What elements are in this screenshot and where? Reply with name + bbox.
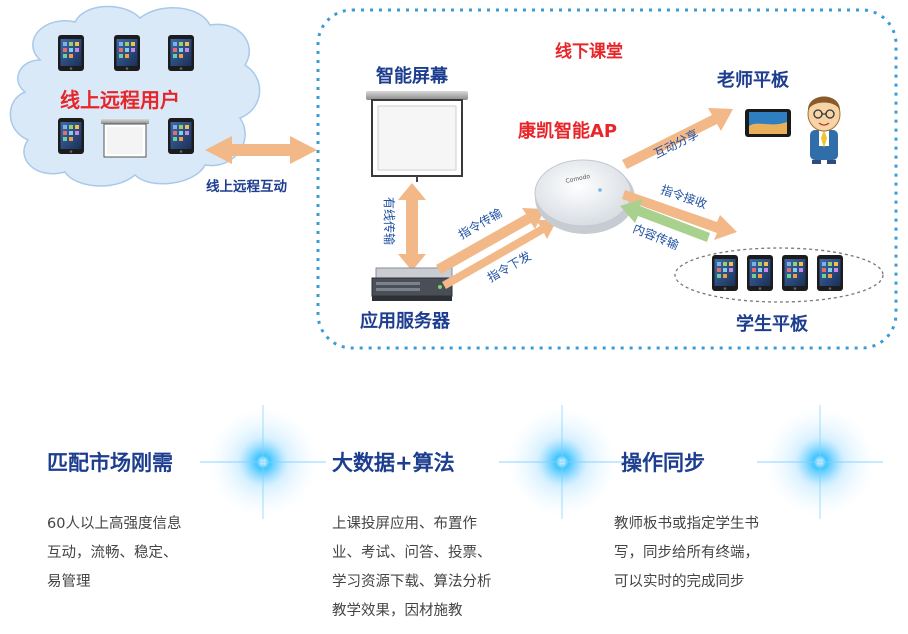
ap-label: 康凯智能AP [518, 121, 618, 142]
remote-tablet-icon [114, 35, 140, 71]
teacher-avatar-icon [807, 96, 841, 164]
classroom-title: 线下课堂 [555, 42, 623, 62]
remote-tablet-icon [58, 118, 84, 154]
server-icon [371, 267, 453, 301]
classroom-boundary [316, 8, 898, 350]
content-transfer-arrow [620, 199, 710, 242]
wired-transfer-arrow [398, 183, 426, 271]
ap-device-icon [534, 159, 635, 234]
smart-screen-label: 智能屏幕 [376, 66, 448, 87]
online-interaction-arrow [205, 136, 317, 164]
student-tablet-icon [817, 255, 843, 291]
student-group-outline [674, 247, 884, 303]
glow-icon [200, 405, 326, 519]
remote-tablet-icon [168, 35, 194, 71]
glow-icon [499, 405, 625, 519]
online-interaction-label: 线上远程互动 [206, 179, 287, 195]
teacher-tablet-label: 老师平板 [717, 70, 789, 91]
interactive-share-arrow [622, 108, 733, 169]
remote-screen-icon [101, 119, 149, 158]
feature-description: 上课投屏应用、布置作 业、考试、问答、投票、 学习资源下载、算法分析 教学效果，… [332, 516, 492, 619]
feature-title: 匹配市场刚需 [47, 451, 173, 475]
cmd-issue-arrow [442, 220, 557, 289]
student-tablet-icon [712, 255, 738, 291]
teacher-tablet-icon [745, 109, 791, 137]
student-tablet-icon [782, 255, 808, 291]
feature-description: 60人以上高强度信息 互动，流畅、稳定、 易管理 [47, 516, 182, 590]
student-tablet-icon [747, 255, 773, 291]
student-tablet-label: 学生平板 [736, 314, 808, 335]
remote-tablet-icon [58, 35, 84, 71]
online-users-title: 线上远程用户 [60, 88, 180, 112]
cmd-transfer-arrow [436, 208, 545, 274]
smart-screen-icon [366, 91, 468, 182]
wired-transfer-label: 有线传输 [382, 197, 396, 246]
feature-title: 操作同步 [621, 451, 705, 475]
server-label: 应用服务器 [360, 311, 450, 332]
glow-icon [757, 405, 883, 519]
feature-description: 教师板书或指定学生书 写，同步给所有终端， 可以实时的完成同步 [614, 516, 759, 590]
feature-title: 大数据+算法 [332, 451, 455, 475]
cmd-receive-arrow [622, 190, 737, 240]
remote-tablet-icon [168, 118, 194, 154]
